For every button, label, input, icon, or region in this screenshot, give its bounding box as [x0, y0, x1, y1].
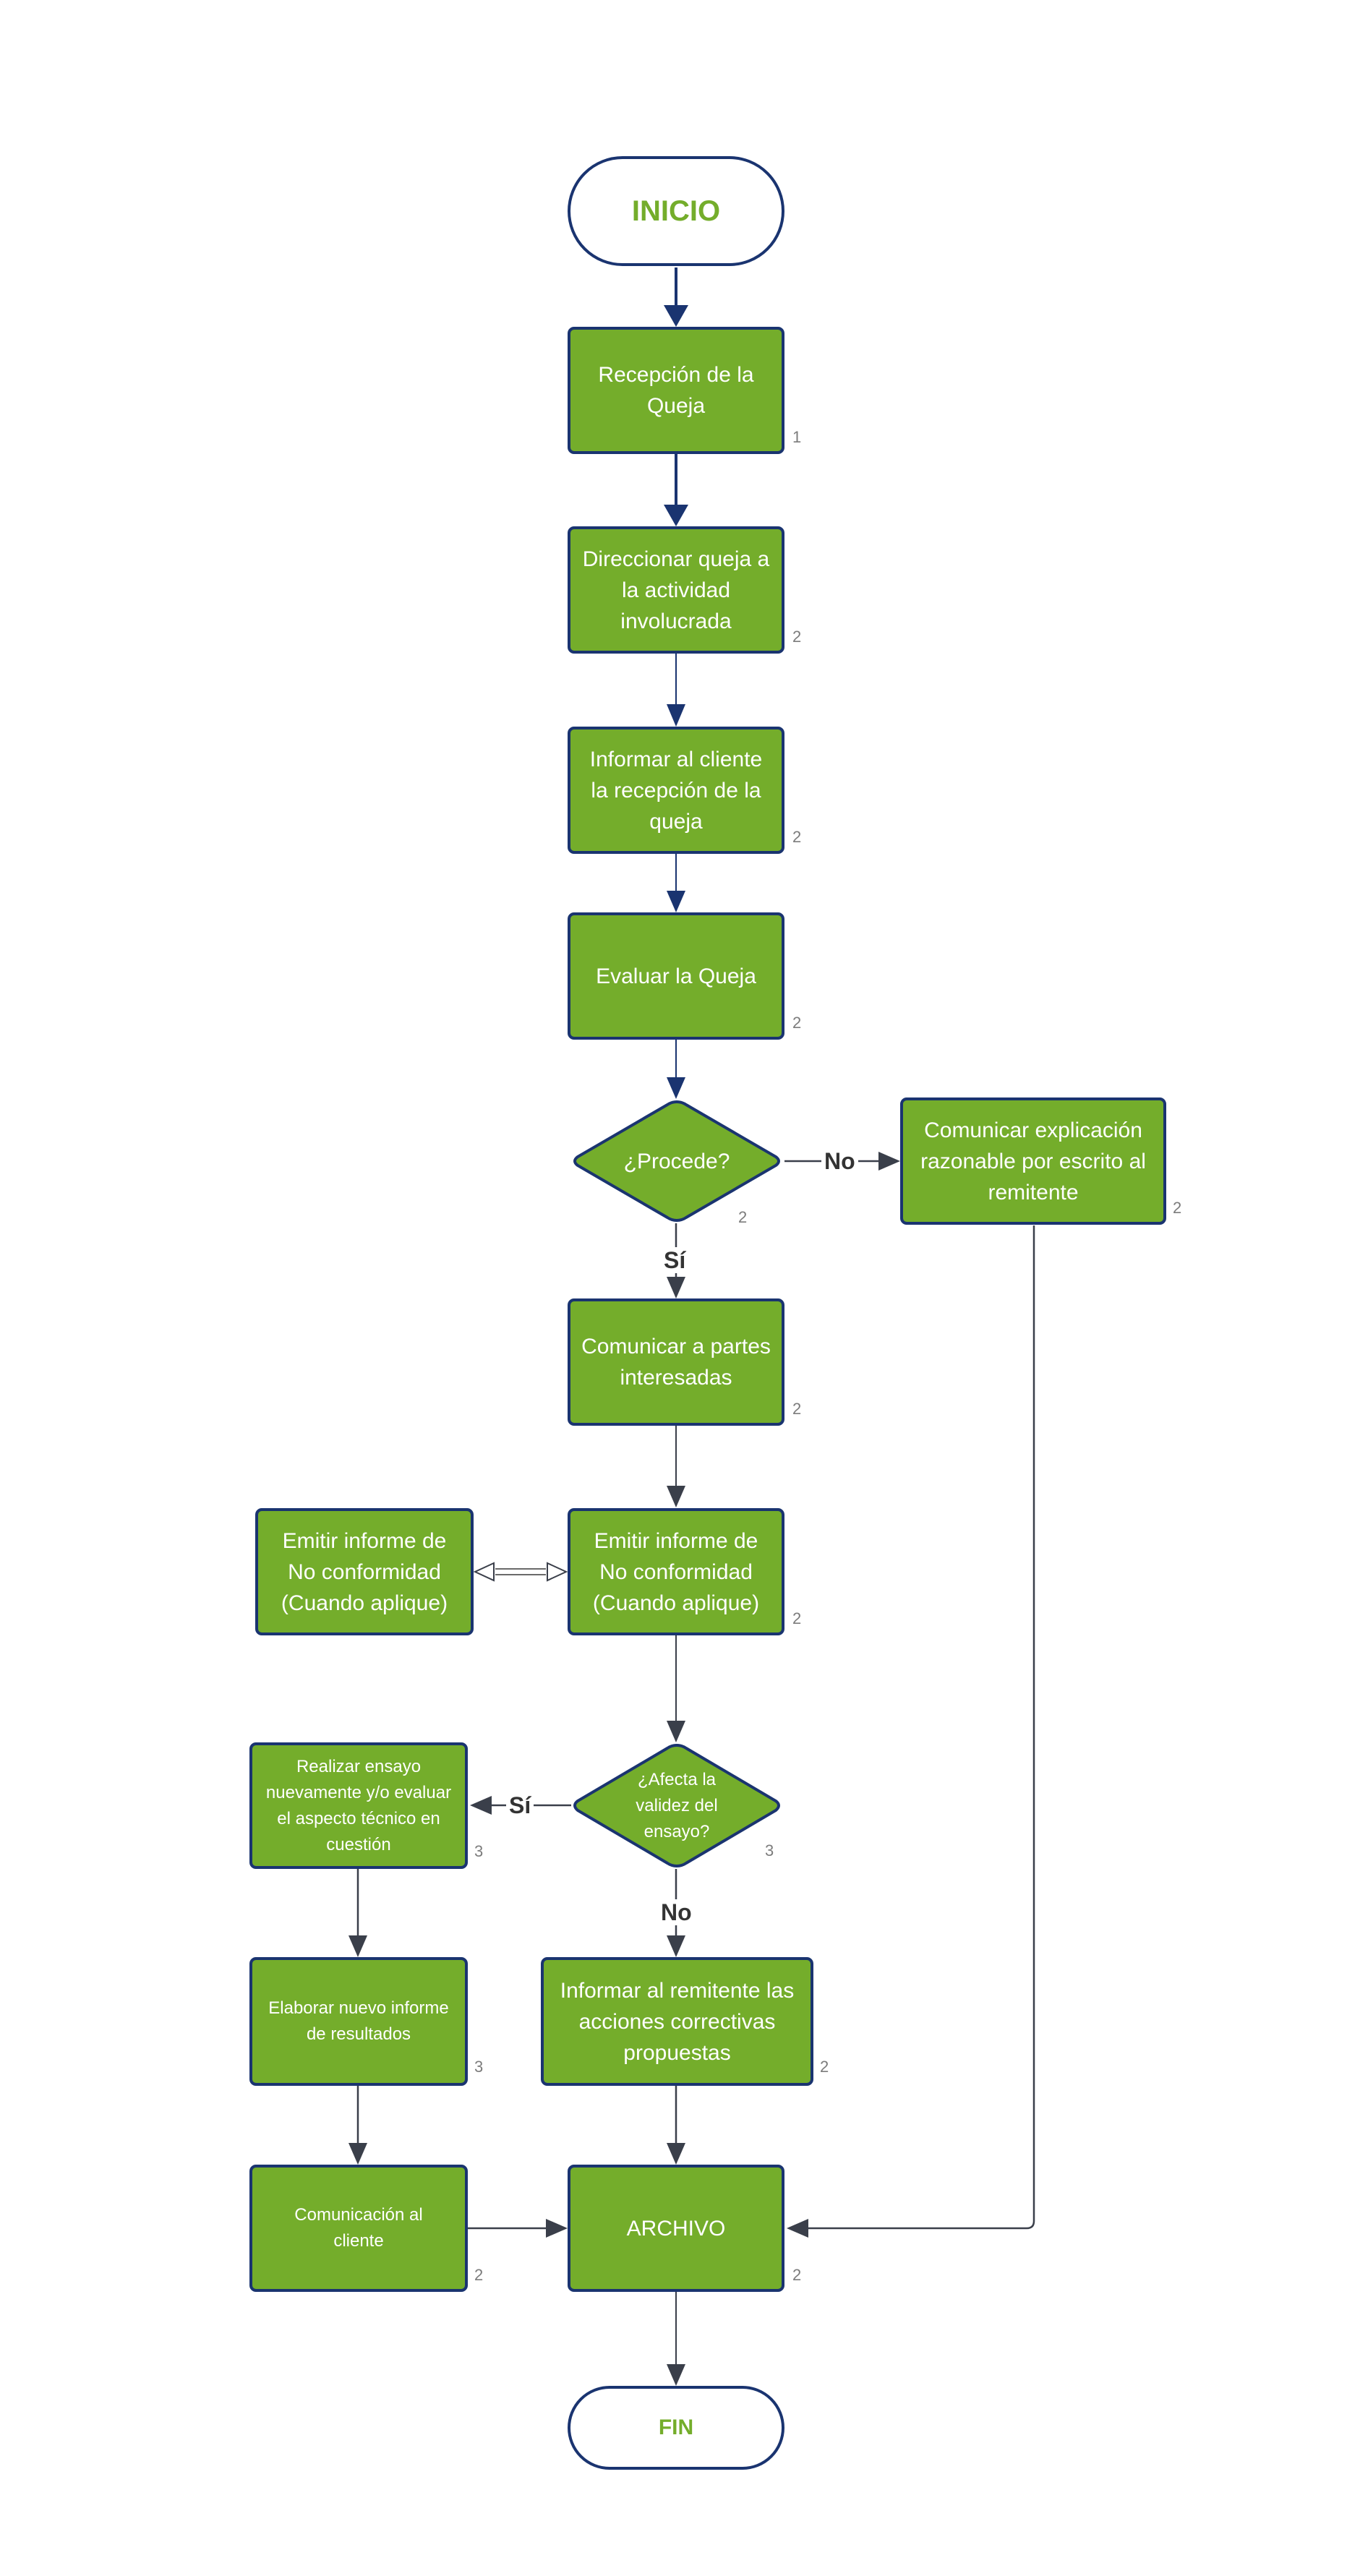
- edge-archivo-fin: [667, 2292, 685, 2386]
- decision-afecta-index: 3: [765, 1841, 774, 1860]
- step-informar-remitente: Informar al remitente las acciones corre…: [541, 1957, 813, 2086]
- step-evaluar: Evaluar la Queja: [568, 912, 784, 1040]
- decision-procede-index: 2: [738, 1208, 748, 1226]
- step-emitir-informe-label: Emitir informe de No conformidad (Cuando…: [592, 1528, 760, 1615]
- step-recepcion-label: Recepción de la Queja: [598, 363, 754, 418]
- step-recepcion-index: 1: [792, 428, 802, 446]
- step-evaluar-label: Evaluar la Queja: [596, 964, 756, 988]
- edge-remitente-archivo: [667, 2086, 685, 2165]
- step-comunicar-partes: Comunicar a partes interesadas: [568, 1298, 784, 1426]
- procede-si-label: Sí: [661, 1247, 689, 1273]
- decision-procede-label: ¿Procede?: [623, 1149, 730, 1173]
- decision-procede-shape: [573, 1100, 780, 1223]
- edge-evaluar-procede: [667, 1040, 685, 1099]
- edge-elaborar-comunicacion: [348, 2086, 367, 2165]
- step-direccionar-index: 2: [792, 628, 802, 646]
- start-label: INICIO: [631, 194, 721, 227]
- edge-comunicacion-archivo: [466, 2219, 568, 2238]
- edge-ensayo-elaborar: [348, 1869, 367, 1957]
- step-evaluar-index: 2: [792, 1014, 802, 1032]
- step-comunicar-explicacion: Comunicar explicación razonable por escr…: [900, 1097, 1166, 1225]
- step-comunicar-partes-index: 2: [792, 1400, 802, 1418]
- decision-procede: ¿Procede?: [569, 1099, 784, 1223]
- step-informar-cliente-label: Informar al cliente la recepción de la q…: [589, 747, 763, 834]
- step-elaborar-informe: Elaborar nuevo informe de resultados: [249, 1957, 468, 2086]
- afecta-si-label: Sí: [506, 1792, 534, 1818]
- decision-afecta-shape: [573, 1743, 780, 1868]
- step-emitir-informe: Emitir informe de No conformidad (Cuando…: [568, 1508, 784, 1635]
- step-realizar-ensayo: Realizar ensayo nuevamente y/o evaluar e…: [249, 1742, 468, 1869]
- step-realizar-ensayo-label: Realizar ensayo nuevamente y/o evaluar e…: [265, 1756, 452, 1854]
- step-informar-cliente-index: 2: [792, 828, 802, 846]
- step-archivo-label: ARCHIVO: [626, 2216, 726, 2241]
- step-archivo-index: 2: [792, 2266, 802, 2284]
- step-comunicacion-cliente-index: 2: [474, 2266, 484, 2284]
- end-terminal: FIN: [568, 2386, 784, 2470]
- end-label: FIN: [658, 2415, 694, 2439]
- step-informar-remitente-index: 2: [820, 2058, 829, 2076]
- step-comunicar-partes-label: Comunicar a partes interesadas: [581, 1335, 771, 1390]
- edge-recepcion-direccionar: [664, 454, 688, 526]
- edge-inicio-recepcion: [664, 268, 688, 327]
- afecta-no-label: No: [658, 1899, 695, 1925]
- step-comunicacion-cliente-label: Comunicación al cliente: [294, 2205, 423, 2251]
- edge-explicacion-archivo: [787, 1225, 1035, 2238]
- step-elaborar-informe-index: 3: [474, 2058, 484, 2076]
- step-emitir-informe-side-label: Emitir informe de No conformidad (Cuando…: [281, 1528, 448, 1615]
- step-direccionar-label: Direccionar queja a la actividad involuc…: [582, 547, 770, 633]
- step-comunicar-explicacion-label: Comunicar explicación razonable por escr…: [920, 1118, 1146, 1204]
- step-realizar-ensayo-index: 3: [474, 1842, 484, 1860]
- edge-partes-emitir: [667, 1426, 685, 1507]
- edge-emitir-bidirectional: [473, 1562, 568, 1582]
- step-comunicar-explicacion-index: 2: [1173, 1199, 1182, 1217]
- step-direccionar: Direccionar queja a la actividad involuc…: [568, 526, 784, 654]
- step-informar-remitente-label: Informar al remitente las acciones corre…: [560, 1978, 795, 2065]
- decision-afecta: ¿Afecta la validez del ensayo?: [569, 1742, 784, 1869]
- edge-informar-evaluar: [667, 854, 685, 912]
- step-elaborar-informe-label: Elaborar nuevo informe de resultados: [268, 1998, 449, 2044]
- step-recepcion: Recepción de la Queja: [568, 327, 784, 454]
- step-emitir-informe-side: Emitir informe de No conformidad (Cuando…: [255, 1508, 474, 1635]
- edge-emitir-afecta: [667, 1635, 685, 1742]
- decision-afecta-label: ¿Afecta la validez del ensayo?: [636, 1769, 718, 1841]
- step-emitir-informe-index: 2: [792, 1609, 802, 1627]
- step-informar-cliente: Informar al cliente la recepción de la q…: [568, 727, 784, 854]
- step-archivo: ARCHIVO: [568, 2165, 784, 2292]
- start-terminal: INICIO: [568, 156, 784, 266]
- step-comunicacion-cliente: Comunicación al cliente: [249, 2165, 468, 2292]
- edge-direccionar-informar: [667, 654, 685, 727]
- procede-no-label: No: [821, 1148, 858, 1174]
